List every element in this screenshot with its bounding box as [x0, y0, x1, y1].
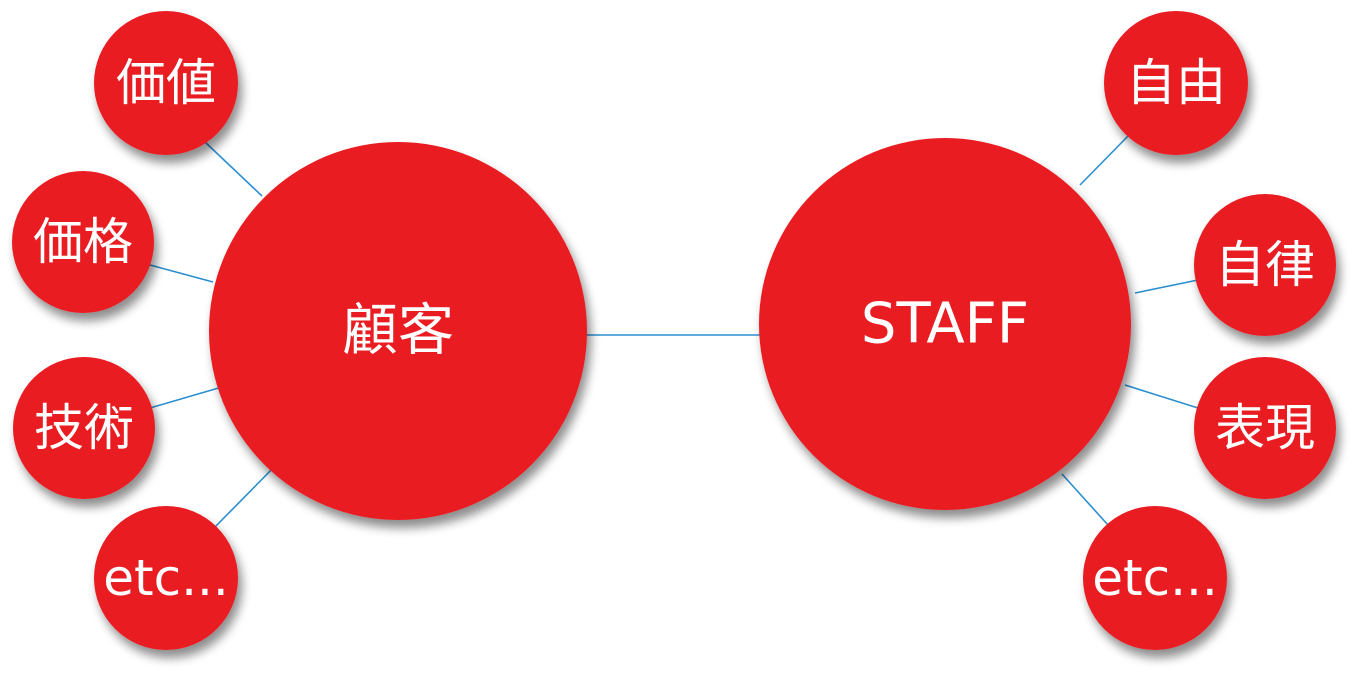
- hub-staff-label: STAFF: [861, 292, 1029, 357]
- staff-branch-3: 表現: [1194, 357, 1336, 499]
- customer-branch-4-label: etc...: [103, 549, 229, 607]
- staff-branch-1-label: 自由: [1126, 54, 1226, 112]
- customer-branch-2: 価格: [12, 171, 154, 313]
- staff-branch-1-circle: [1104, 11, 1248, 155]
- customer-branch-3-circle: [13, 357, 155, 499]
- connector-staff-branch-3: [1124, 384, 1199, 409]
- connector-staff-branch-1: [1079, 133, 1131, 186]
- staff-branch-4-label: etc...: [1092, 549, 1218, 607]
- staff-branch-1: 自由: [1104, 11, 1248, 155]
- hub-customer-circle: [209, 142, 587, 520]
- customer-branch-4-circle: [94, 506, 238, 650]
- hub-customer: 顧客: [209, 142, 587, 520]
- connector-staff-branch-4: [1061, 473, 1109, 526]
- staff-branch-3-circle: [1194, 357, 1336, 499]
- staff-branch-2: 自律: [1194, 194, 1336, 336]
- customer-branch-2-label: 価格: [33, 213, 133, 271]
- hub-staff: STAFF: [759, 138, 1131, 510]
- staff-branch-3-label: 表現: [1215, 399, 1315, 457]
- customer-branch-3: 技術: [13, 357, 155, 499]
- staff-branch-2-circle: [1194, 194, 1336, 336]
- customer-branch-3-label: 技術: [34, 399, 134, 457]
- customer-branch-1: 価値: [94, 11, 238, 155]
- connector-staff-branch-2: [1134, 279, 1199, 294]
- staff-branch-4: etc...: [1083, 506, 1227, 650]
- connector-customer-branch-3: [149, 386, 223, 409]
- hub-staff-circle: [759, 138, 1131, 510]
- connectors: [149, 133, 1199, 529]
- connector-customer-branch-2: [149, 264, 214, 283]
- hub-customer-label: 顧客: [342, 299, 454, 364]
- staff-branch-4-circle: [1083, 506, 1227, 650]
- customer-branch-1-label: 価値: [116, 54, 216, 112]
- connector-customer-branch-1: [204, 141, 263, 197]
- customer-branch-2-circle: [12, 171, 154, 313]
- connector-customer-branch-4: [213, 463, 278, 529]
- customer-branch-4: etc...: [94, 506, 238, 650]
- staff-branch-2-label: 自律: [1215, 236, 1315, 294]
- customer-branch-1-circle: [94, 11, 238, 155]
